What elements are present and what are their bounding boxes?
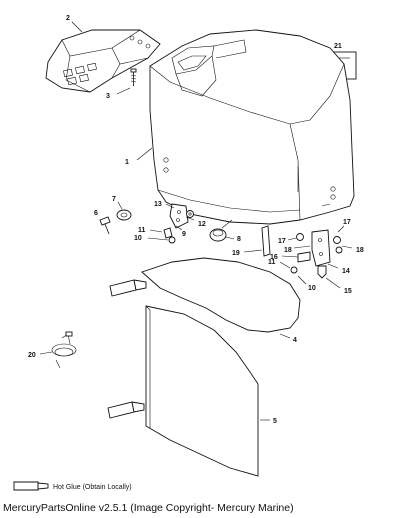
rod-part: [261, 225, 271, 257]
plug-part: [209, 228, 227, 242]
callout-15: 15: [344, 288, 352, 295]
latch-bracket-right-part: [290, 229, 343, 279]
screw-part: [130, 68, 137, 86]
svg-text:Hot Glue (Obtain Locally): Hot Glue (Obtain Locally): [53, 484, 132, 491]
callout-20: 20: [28, 352, 36, 359]
top-cowl-part: [149, 29, 355, 225]
callout-19: 19: [232, 250, 240, 257]
callout-17-right: 17: [343, 219, 351, 226]
callout-18-left: 18: [284, 247, 292, 254]
callout-10-right: 10: [308, 285, 316, 292]
callout-18-right: 18: [356, 247, 364, 254]
nut-left-part: [163, 227, 176, 244]
seal-panel-lower-part: [145, 305, 259, 477]
svg-text:101: 101: [114, 410, 123, 416]
wire-harness-part: [51, 331, 77, 369]
callout-14: 14: [342, 268, 350, 275]
callout-10-left: 10: [134, 235, 142, 242]
callout-6: 6: [94, 210, 98, 217]
callout-12: 12: [198, 221, 206, 228]
callout-4: 4: [293, 337, 297, 344]
callout-3: 3: [106, 93, 110, 100]
callout-21: 21: [334, 43, 342, 50]
callout-8: 8: [237, 236, 241, 243]
legend-hot-glue: 101 Hot Glue (Obtain Locally): [13, 481, 132, 491]
callout-7: 7: [112, 196, 116, 203]
callout-1: 1: [125, 159, 129, 166]
callout-9: 9: [182, 231, 186, 238]
callout-16: 16: [270, 254, 278, 261]
svg-text:101: 101: [20, 484, 29, 490]
svg-text:101: 101: [116, 288, 125, 294]
latch-bracket-left-part: [169, 203, 194, 229]
callout-11-right: 11: [268, 259, 276, 266]
callout-17-left: 17: [278, 238, 286, 245]
grommet-part: [116, 209, 132, 221]
air-intake-cover-part: [45, 29, 161, 93]
callout-5: 5: [273, 418, 277, 425]
seal-panel-upper-part: [141, 257, 301, 333]
callout-13: 13: [154, 201, 162, 208]
bolt-part: [99, 216, 111, 235]
callout-11-left: 11: [138, 227, 146, 234]
callout-2: 2: [66, 15, 70, 22]
glue-tube-upper: 101: [109, 279, 147, 297]
glue-tube-lower: 101: [107, 401, 145, 419]
footer-copyright: MercuryPartsOnline v2.5.1 (Image Copyrig…: [3, 502, 294, 514]
